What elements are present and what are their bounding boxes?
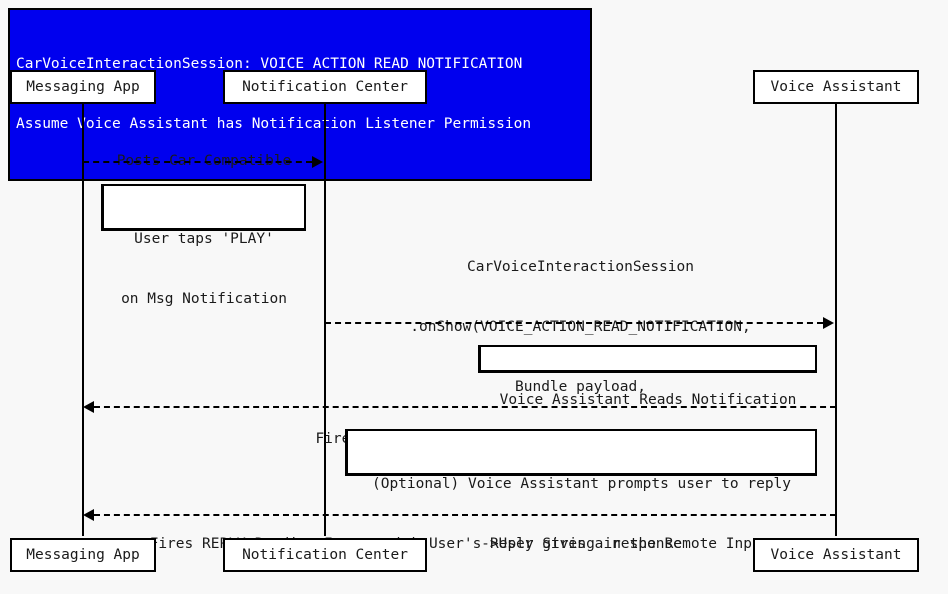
note-voice-assistant-reads-notification: Voice Assistant Reads Notification xyxy=(478,345,817,408)
message-arrow-fires-reply-pending-intent xyxy=(94,514,836,516)
message-arrow-on-show-voice-action-read-notification xyxy=(325,322,823,324)
message-arrow-fires-mark-as-read-pending-intent xyxy=(94,406,836,408)
note-line-1: User taps 'PLAY' xyxy=(134,231,274,247)
participant-footer-voice-assistant[interactable]: Voice Assistant xyxy=(753,538,919,572)
note-line-1: Voice Assistant Reads Notification xyxy=(499,392,797,408)
message-arrow-posts-car-compatible-messaging-notification xyxy=(83,161,312,163)
note-line-2: on Msg Notification xyxy=(121,291,287,307)
lifeline-voice-assistant xyxy=(835,104,837,536)
note-user-taps-play: User taps 'PLAY' on Msg Notification xyxy=(101,184,306,307)
note-optional-voice-assistant-prompts: (Optional) Voice Assistant prompts user … xyxy=(345,429,817,552)
message-line-3: Bundle payload, xyxy=(515,379,646,395)
message-line-1: CarVoiceInteractionSession xyxy=(467,259,694,275)
participant-header-voice-assistant[interactable]: Voice Assistant xyxy=(753,70,919,104)
participant-header-notification-center[interactable]: Notification Center xyxy=(223,70,427,104)
note-line-2: ->User gives a response xyxy=(481,536,682,552)
diagram-title-line-1: CarVoiceInteractionSession: VOICE_ACTION… xyxy=(16,56,523,72)
arrowhead-right-on-show xyxy=(823,317,834,329)
participant-header-messaging-app[interactable]: Messaging App xyxy=(10,70,156,104)
arrowhead-left-mark-as-read xyxy=(83,401,94,413)
participant-footer-notification-center[interactable]: Notification Center xyxy=(223,538,427,572)
lifeline-notification-center xyxy=(324,104,326,536)
diagram-title-line-2: Assume Voice Assistant has Notification … xyxy=(16,116,532,132)
note-line-1: (Optional) Voice Assistant prompts user … xyxy=(371,476,792,492)
message-line-2: .onShow(VOICE_ACTION_READ_NOTIFICATION, xyxy=(410,319,751,335)
participant-footer-messaging-app[interactable]: Messaging App xyxy=(10,538,156,572)
arrowhead-left-reply-pending-intent xyxy=(83,509,94,521)
lifeline-messaging-app xyxy=(82,104,84,536)
arrowhead-right-posts-notification xyxy=(312,156,323,168)
